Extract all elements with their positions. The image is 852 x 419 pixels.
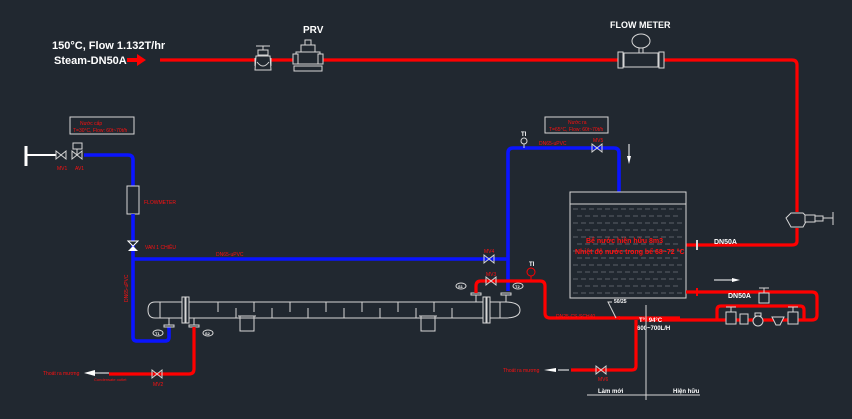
manual-valve-mv3-icon[interactable]: [485, 275, 497, 287]
condensate-outlet-pipe[interactable]: [109, 327, 196, 376]
side-flowmeter-icon[interactable]: [126, 185, 140, 215]
nozzle-s2-tag: [202, 329, 214, 337]
pipe-upvc-upper-label: DN65-uPVC: [539, 141, 567, 147]
drain-right-pipe[interactable]: [571, 320, 638, 372]
nozzle-s1-label: S1: [458, 284, 464, 289]
valve-mv5-label: MV5: [593, 138, 604, 144]
steam-control-valve-icon[interactable]: [785, 212, 834, 228]
zone-existing-label: Hiện hữu: [673, 389, 700, 395]
manual-valve-mv4-icon[interactable]: [483, 253, 495, 265]
cold-water-inlet-pipe[interactable]: [84, 153, 135, 186]
prv-label: PRV: [303, 25, 324, 36]
hot-water-info-box: [544, 116, 609, 134]
manual-valve-mv5-icon[interactable]: [591, 142, 603, 154]
steam-hx-inlet-pipe[interactable]: [474, 279, 680, 320]
dn50a-right-label: DN50A: [714, 239, 737, 246]
flow-right-arrow-icon: [714, 278, 740, 282]
manual-valve-mv1-icon[interactable]: [55, 149, 67, 161]
steam-tank-pipe[interactable]: [686, 228, 799, 247]
manual-valve-mv6-icon[interactable]: [595, 364, 607, 376]
trap-bypass-pipe[interactable]: [715, 304, 806, 320]
fitting-leader-line: [607, 301, 617, 319]
valve-av1-label: AV1: [75, 166, 84, 172]
globe-valve-bypass-icon[interactable]: [758, 287, 770, 304]
tank-condensate-pipe[interactable]: [640, 290, 819, 322]
valve-mv1-label: MV1: [57, 166, 68, 172]
cold-water-box-line2: T=30°C, Flow: 60t~70t/h: [73, 128, 127, 134]
globe-valve-trap-inlet-icon[interactable]: [725, 306, 737, 325]
drain-right-arrow-icon: [544, 368, 569, 372]
flow-meter-top-label: FLOW METER: [610, 20, 671, 30]
check-valve-icon[interactable]: [126, 240, 140, 251]
flow-down-arrow-icon: [627, 144, 631, 164]
nozzle-s2-label: S2: [205, 331, 211, 336]
steam-main-pipe[interactable]: [160, 58, 799, 212]
nozzle-s2-icon: [188, 318, 200, 328]
water-source-tee-icon: [24, 146, 56, 166]
pipe-sch40-label: DN25-CS-SCH40: [556, 314, 595, 320]
ti-lower-label: TI: [529, 262, 535, 268]
manual-valve-mv2-icon[interactable]: [151, 368, 163, 380]
condensate-outlet-label: Condensate outlet: [94, 377, 127, 382]
nozzle-t2-tag: [512, 282, 524, 290]
drain-right-label: Thoát ra mương: [503, 368, 540, 374]
flow-meter-icon[interactable]: [617, 33, 665, 69]
cold-water-info-box: [69, 116, 135, 135]
condensate-temp-label: T°: 94°C: [639, 318, 663, 324]
ti-upper-label: TI: [521, 132, 527, 138]
check-valve-label: VAN 1 CHIỀU: [145, 244, 176, 251]
nozzle-t1-icon: [163, 318, 175, 328]
pipe-upvc-vertical-label: DN65-uPVC: [124, 274, 130, 302]
steam-inlet-line2: Steam-DN50A: [54, 55, 127, 67]
zone-new-label: Làm mới: [598, 389, 624, 395]
dn50a-lower-label: DN50A: [728, 293, 751, 300]
heat-exchanger-icon[interactable]: [147, 296, 521, 332]
valve-mv4-label: MV4: [484, 249, 495, 255]
hot-water-box-line1: Nước ra: [568, 120, 587, 126]
condensate-flow-label: 600~700L/H: [637, 326, 670, 332]
steam-trap-icon[interactable]: [752, 312, 764, 327]
hot-water-box-line2: T=65°C, Flow: 60t~70t/h: [549, 127, 603, 133]
globe-valve-icon[interactable]: [254, 45, 272, 71]
globe-valve-trap-outlet-icon[interactable]: [787, 306, 799, 325]
valve-mv2-label: MV2: [153, 382, 164, 388]
temperature-indicator-upper-icon[interactable]: TI: [520, 132, 528, 148]
valve-mv3-label: MV3: [486, 272, 497, 278]
drain-left-arrow-icon: [84, 370, 109, 376]
strainer-icon[interactable]: [739, 313, 749, 325]
steam-inlet-arrow-icon: [127, 54, 146, 66]
nozzle-t2-icon: [500, 292, 512, 302]
tank-label-line1: Bể nước hiện hữu 8m3: [586, 237, 663, 245]
valve-mv6-label: MV6: [598, 377, 609, 383]
tank-label-line2: Nhiệt độ nước trong bể 68~72 °C: [575, 248, 685, 256]
actuated-valve-av1-icon[interactable]: [71, 142, 83, 161]
sight-glass-icon[interactable]: [771, 316, 785, 326]
nozzle-s1-icon: [470, 292, 482, 302]
hot-water-riser-pipe[interactable]: [506, 146, 621, 291]
drain-left-label: Thoát ra mương: [43, 371, 80, 377]
nozzle-t2-label: T2: [515, 284, 520, 289]
steam-inlet-line1: 150°C, Flow 1.132T/hr: [52, 40, 166, 52]
nozzle-t1-label: T1: [155, 331, 160, 336]
cold-water-box-line1: Nước cấp: [80, 121, 102, 127]
temperature-indicator-lower-icon[interactable]: TI: [526, 262, 536, 281]
water-tank-icon[interactable]: [569, 191, 687, 299]
pipe-upvc-lower-label: DN65-uPVC: [216, 252, 244, 258]
flowmeter-side-label: FLOWMETER: [144, 200, 176, 206]
cold-water-vertical-pipe[interactable]: [131, 214, 171, 343]
fitting-size-label: 50/25: [614, 299, 627, 305]
nozzle-t1-tag: [152, 329, 164, 337]
prv-valve-icon[interactable]: [292, 39, 324, 72]
nozzle-s1-tag: [455, 282, 467, 290]
